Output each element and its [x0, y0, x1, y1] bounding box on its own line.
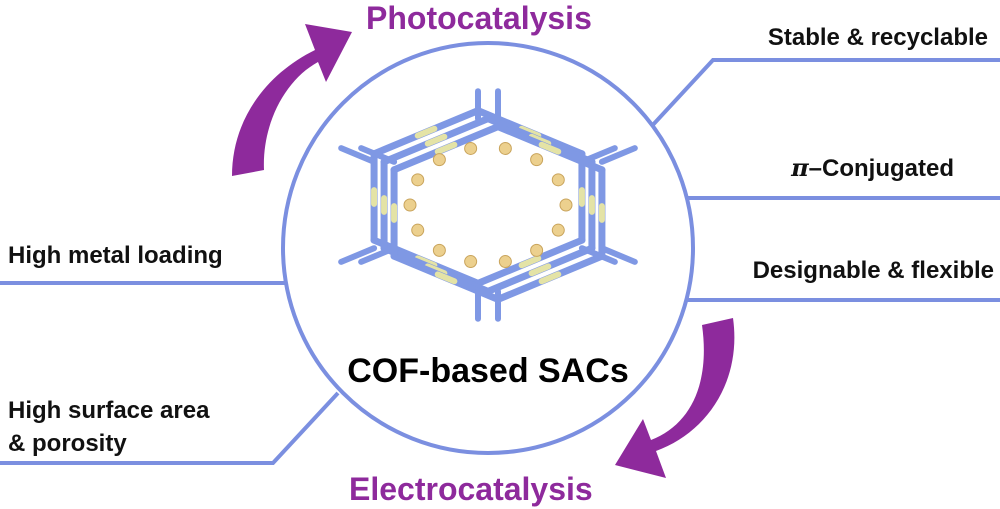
feature-high-metal-loading: High metal loading [8, 242, 223, 269]
metal-atom [498, 255, 512, 269]
framework-strut [578, 245, 618, 265]
metal-atom [432, 243, 446, 257]
top-curved-arrow-icon [232, 24, 352, 176]
metal-atom [464, 255, 478, 269]
connector-stable [648, 58, 1000, 130]
framework-linker [414, 255, 438, 269]
metal-atom [551, 223, 565, 237]
cof-hexagon-icon [338, 88, 638, 322]
framework-strut [598, 245, 638, 265]
connector-surface-area [0, 391, 340, 465]
feature-high-surface-area: High surface area & porosity [8, 397, 210, 457]
framework-linker [414, 125, 438, 139]
metal-atom [432, 153, 446, 167]
framework-linker [528, 133, 552, 147]
framework-strut [338, 145, 378, 165]
feature-pi-conjugated: π–Conjugated [791, 154, 954, 183]
pi-conjugated-text: –Conjugated [808, 155, 954, 182]
metal-atom [559, 198, 573, 212]
framework-linker [434, 141, 458, 155]
framework-linker [538, 141, 562, 155]
central-circle [281, 41, 695, 455]
framework-linker [424, 263, 448, 277]
framework-linker [518, 255, 542, 269]
feature-designable-flexible: Designable & flexible [752, 257, 994, 284]
framework-linker [518, 125, 542, 139]
center-label: COF-based SACs [347, 352, 629, 390]
metal-atom [530, 153, 544, 167]
metal-atom [411, 173, 425, 187]
framework-linker [538, 271, 562, 285]
framework-strut [578, 145, 618, 165]
framework-strut [358, 245, 398, 265]
framework-linker [434, 271, 458, 285]
connector-lines [0, 58, 1000, 465]
framework-linker [528, 263, 552, 277]
photocatalysis-title: Photocatalysis [366, 0, 592, 36]
bottom-curved-arrow-icon [615, 318, 735, 478]
metal-atom [498, 141, 512, 155]
framework-linker [424, 133, 448, 147]
pi-symbol: π [791, 153, 809, 182]
metal-atom [530, 243, 544, 257]
metal-atom [464, 141, 478, 155]
metal-atom [551, 173, 565, 187]
framework-strut [598, 145, 638, 165]
framework-strut [338, 245, 378, 265]
metal-atom [403, 198, 417, 212]
electrocatalysis-title: Electrocatalysis [349, 471, 593, 507]
framework-strut [358, 145, 398, 165]
metal-atom [411, 223, 425, 237]
feature-stable-recyclable: Stable & recyclable [767, 24, 988, 51]
